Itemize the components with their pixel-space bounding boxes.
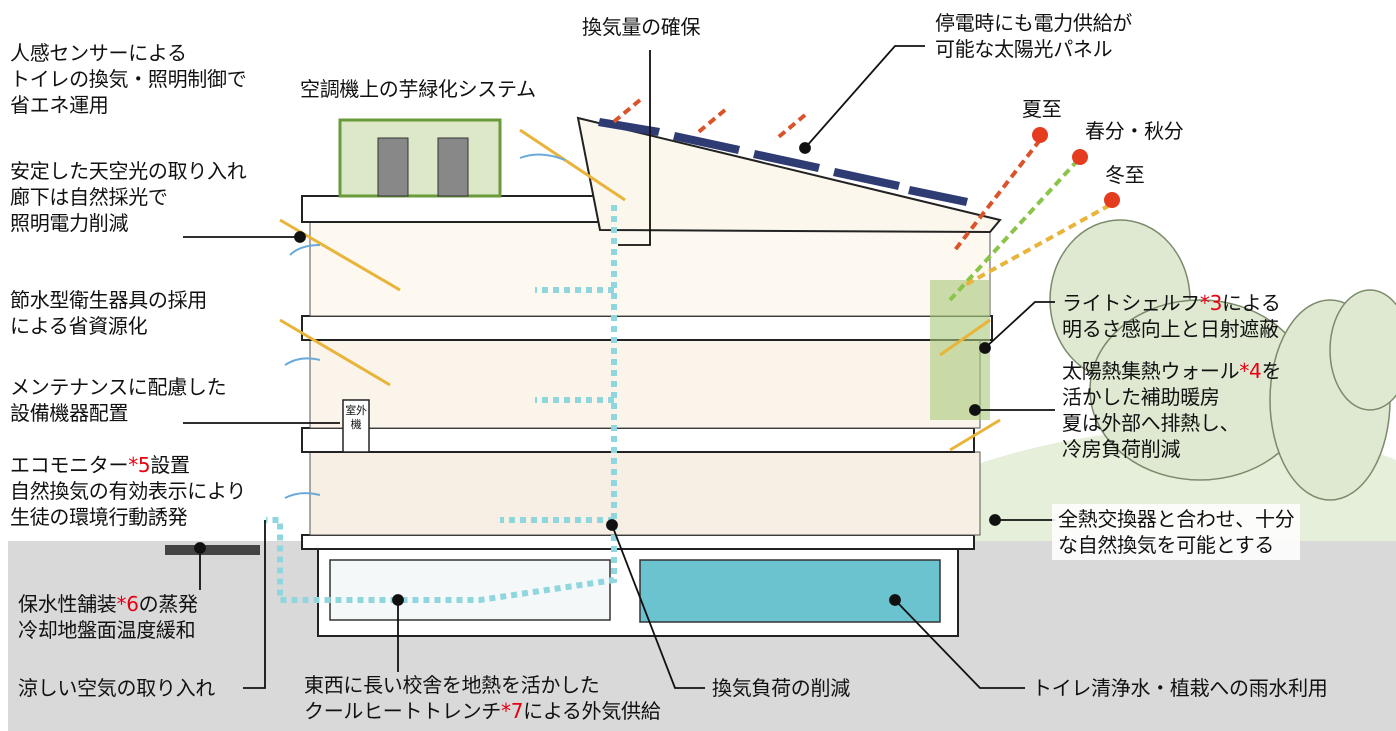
air-flow-dots [266,205,617,603]
rainwater-tank [639,559,941,623]
text: 夏は外部へ排熱し、 [1062,411,1240,435]
label-cool-trench: 東西に長い校舎を地熱を活かした クールヒートトレンチ*7による外気供給 [304,672,661,724]
text: エコモニター [10,453,129,477]
label-water-saving: 節水型衛生器具の採用 による省資源化 [10,287,207,339]
text: による外気供給 [523,699,661,723]
text: 節水型衛生器具の採用 [10,288,207,312]
text: 冷房負荷削減 [1062,437,1181,461]
text: 太陽熱集熱ウォール [1062,359,1240,383]
text: トイレの換気・照明制御で [10,67,247,91]
text: 自然換気の有効表示により [10,479,246,503]
solar-panels [598,118,968,206]
label-solar-panel: 停電時にも電力供給が 可能な太陽光パネル [935,10,1132,62]
text: 保水性舗装 [18,592,117,616]
text: 東西に長い校舎を地熱を活かした [304,673,600,697]
label-light-shelf: ライトシェルフ*3による 明るさ感向上と日射遮蔽 [1062,290,1281,342]
text: による [1222,291,1281,315]
outdoor-unit [342,399,370,453]
slab-2 [301,427,975,453]
slab-3 [301,315,993,341]
text: 省エネ運用 [10,93,109,117]
sloped-roof [576,116,1002,234]
label-summer-solstice: 夏至 [1022,97,1062,121]
text: 人感センサーによる [10,41,187,65]
text: 安定した天空光の取り入れ [10,159,247,183]
label-skylight: 安定した天空光の取り入れ 廊下は自然採光で 照明電力削減 [10,158,247,236]
text: 太陽熱集熱ウォール*4を [1062,358,1281,384]
rooftop-greening [338,118,502,198]
text: 明るさ感向上と日射遮蔽 [1062,317,1279,341]
label-cool-air: 涼しい空気の取り入れ [18,676,215,700]
footnote-mark: *4 [1239,359,1262,383]
text: 照明電力削減 [10,211,129,235]
label-ventilation: 換気量の確保 [582,15,701,39]
text: 設備機器配置 [10,401,129,425]
roof-slab [301,195,601,223]
label-solar-wall: 太陽熱集熱ウォール*4を 活かした補助暖房 夏は外部へ排熱し、 冷房負荷削減 [1062,358,1281,462]
text: の蒸発 [138,592,198,616]
trees [1049,219,1396,501]
label-paving: 保水性舗装*6の蒸発 冷却地盤面温度緩和 [18,591,198,643]
text: を [1261,359,1282,383]
text: 停電時にも電力供給が [935,11,1132,35]
text: 全熱交換器と合わせ、十分 [1058,507,1295,531]
footnote-mark: *7 [501,699,524,723]
breeze-arrows [284,153,566,499]
text: な自然換気を可能とする [1058,533,1275,557]
label-winter-solstice: 冬至 [1105,163,1145,187]
text: クールヒートトレンチ*7による外気供給 [304,698,661,724]
slab-ground [301,534,975,550]
label-maintenance: メンテナンスに配慮した 設備機器配置 [10,374,227,426]
floor-2 [309,339,981,429]
text: 生徒の環境行動誘発 [10,505,188,529]
label-heat-exchanger: 全熱交換器と合わせ、十分 な自然換気を可能とする [1052,504,1301,560]
text: メンテナンスに配慮した [10,375,227,399]
text: 活かした補助暖房 [1062,385,1220,409]
text: エコモニター*5設置 [10,452,246,478]
text: 保水性舗装*6の蒸発 [18,591,198,617]
floor-1 [309,451,981,536]
cool-trench [329,559,611,621]
footnote-mark: *3 [1199,291,1223,315]
text: 冷却地盤面温度緩和 [18,618,196,642]
label-vent-load: 換気負荷の削減 [712,676,850,700]
label-equinox: 春分・秋分 [1085,119,1184,143]
sun-rays [608,98,1111,302]
text: 設置 [150,453,190,477]
label-rainwater: トイレ清浄水・植栽への雨水利用 [1032,676,1328,700]
label-greening: 空調機上の芋緑化システム [300,77,536,101]
footnote-mark: *6 [116,592,139,616]
footnote-mark: *5 [128,453,151,477]
outdoor-unit-label: 室外機 [345,404,367,431]
text: 可能な太陽光パネル [935,37,1113,61]
text: 廊下は自然採光で [10,185,168,209]
text: ライトシェルフ [1062,291,1200,315]
text: クールヒートトレンチ [304,699,501,723]
label-human-sensor: 人感センサーによる トイレの換気・照明制御で 省エネ運用 [10,40,247,118]
permeable-paving [165,545,260,555]
text: による省資源化 [10,314,148,338]
sun-icons [1032,127,1120,208]
text: ライトシェルフ*3による [1062,290,1281,316]
label-eco-monitor: エコモニター*5設置 自然換気の有効表示により 生徒の環境行動誘発 [10,452,246,530]
leader-lines [183,45,1055,689]
